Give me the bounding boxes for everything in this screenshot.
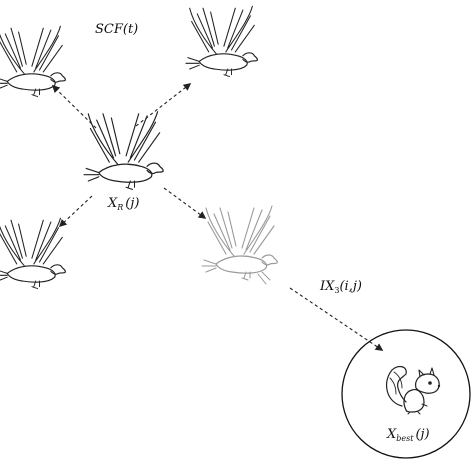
eagle-top-right-icon bbox=[185, 5, 258, 78]
squirrel-icon bbox=[385, 365, 441, 415]
prey-circle bbox=[341, 329, 471, 459]
arrow-to-top-right bbox=[135, 83, 192, 127]
label-scf: SCF(t) bbox=[95, 22, 138, 37]
arrow-to-top-left bbox=[51, 84, 97, 129]
label-xbest: Xbest(j) bbox=[386, 427, 430, 443]
arrow-to-bottom-left bbox=[58, 195, 93, 228]
diving-eagle-icon bbox=[201, 205, 278, 285]
arrow-to-prey bbox=[289, 287, 384, 351]
eagle-top-left-icon bbox=[0, 25, 66, 98]
label-xr: XR(j) bbox=[107, 196, 139, 212]
label-ix: IX3(i,j) bbox=[319, 279, 362, 295]
arrow-to-diving-eagle bbox=[163, 187, 207, 219]
eagle-bottom-left-icon bbox=[0, 217, 66, 290]
central-eagle-icon bbox=[83, 111, 164, 191]
